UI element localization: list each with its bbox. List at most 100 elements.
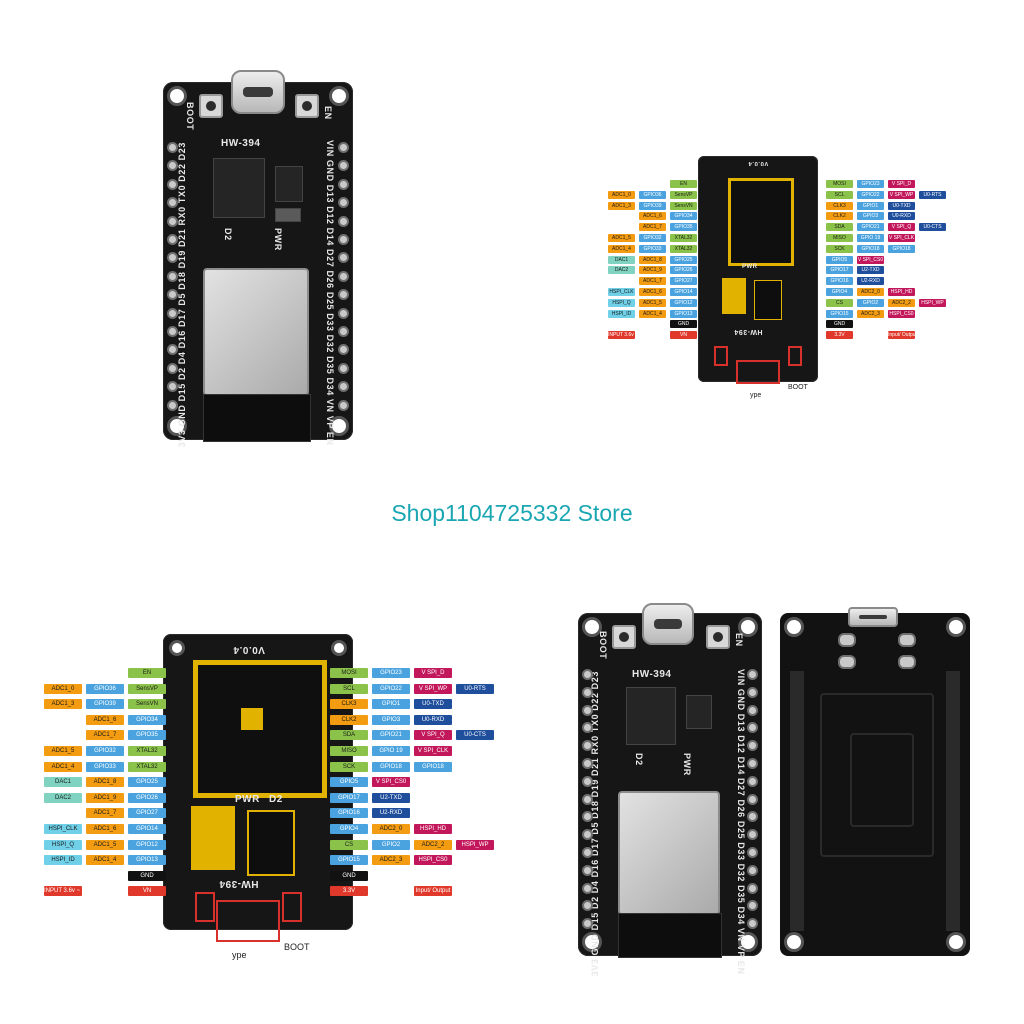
pin-label-right: V SPI_Q	[888, 223, 915, 232]
header-pin-icon	[338, 178, 349, 190]
pin-label-right: U0-TXD	[888, 201, 915, 210]
header-pin-icon	[338, 381, 349, 393]
header-strip-left	[790, 671, 804, 931]
push-button-icon	[295, 94, 319, 118]
pin-label-left: ADC1_3	[608, 201, 635, 210]
pin-label-right: U2-RXD	[372, 808, 410, 819]
pin-label-right: 3.3V	[330, 886, 368, 897]
pin-label-left: XTAL32	[670, 244, 697, 253]
pin-label-right: GPIO18	[857, 244, 884, 253]
d2-silk-label: D2	[634, 753, 644, 766]
header-pin-icon	[582, 900, 593, 912]
pin-label-right: GPIO21	[857, 223, 884, 232]
pin-label-left: ADC1_9	[639, 266, 666, 275]
boot-caption: BOOT	[284, 942, 310, 952]
version-label: V0.0.4	[748, 160, 769, 166]
d2-silk-label: D2	[269, 794, 283, 805]
header-pin-icon	[582, 864, 593, 876]
pcb-trace	[850, 733, 914, 827]
pin-label-right: HSPI_WP	[919, 298, 946, 307]
pin-label-right: GPIO16	[330, 808, 368, 819]
pad-icon	[838, 655, 856, 669]
header-pin-icon	[338, 142, 349, 153]
pin-label-left: ADC1_6	[639, 288, 666, 296]
pad-icon	[898, 633, 916, 647]
pin-label-left: ADC1_4	[608, 244, 635, 253]
header-pin-icon	[582, 918, 593, 930]
smd-part	[275, 208, 301, 222]
left-pin-labels: 3V3 GND D15 D2 D4 D16 D17 D5 D18 D19 D21…	[590, 671, 600, 977]
header-pin-icon	[338, 326, 349, 337]
pwr-silk-label: PWR	[273, 228, 283, 251]
boot-silk-label: BOOT	[598, 631, 608, 660]
pad-icon	[838, 633, 856, 647]
mounting-hole-icon	[946, 617, 966, 637]
pin-label-right: GND	[826, 320, 853, 329]
pin-label-right: GPIO1	[372, 699, 410, 710]
pin-label-left: ADC1_9	[86, 792, 124, 803]
pin-label-right: GPIO3	[857, 212, 884, 221]
pin-label-left: ADC1_4	[639, 309, 666, 318]
header-pin-icon	[582, 775, 593, 787]
pin-label-left: ADC1_7	[639, 223, 666, 232]
pin-label-left: ADC1_8	[639, 255, 666, 264]
header-pin-icon	[747, 918, 758, 930]
usb-c-connector-icon	[848, 607, 898, 627]
mounting-hole-icon	[169, 640, 185, 656]
pin-label-left: HSPI_Q	[44, 839, 82, 850]
header-pin-icon	[582, 829, 593, 841]
header-pin-icon	[167, 381, 178, 393]
pin-label-left: GPIO34	[670, 212, 697, 221]
pin-label-right: SCK	[330, 761, 368, 772]
pin-label-left: SensVP	[128, 683, 166, 694]
pin-label-right: GPIO18	[888, 244, 915, 253]
board-front-top-left: BOOT EN HW-394 PWR D2 3V3 GND D15 D2 D4 …	[163, 70, 353, 447]
pin-label-left: GPIO14	[128, 824, 166, 834]
pin-label-left: GPIO36	[86, 683, 124, 694]
pin-label-left: HSPI_ID	[44, 855, 82, 866]
pin-label-right: U0-RTS	[919, 190, 946, 199]
header-pin-icon	[167, 362, 178, 374]
pin-label-right: U2-TXD	[857, 266, 884, 275]
pin-label-left: EN	[128, 668, 166, 678]
pin-label-right: ADC2_0	[857, 288, 884, 296]
pin-label-right: V SPI_D	[888, 180, 915, 188]
pin-label-right: ADC2_2	[414, 839, 452, 850]
header-pin-icon	[747, 864, 758, 876]
version-label: V0.0.4	[233, 644, 265, 655]
header-pin-icon	[167, 178, 178, 190]
pin-label-right: ADC2_0	[372, 824, 410, 834]
mounting-hole-icon	[167, 86, 187, 106]
board-back-large: V0.0.4 PWR D2 HW-394	[163, 634, 353, 930]
push-button-icon	[612, 625, 636, 649]
header-pin-icon	[747, 669, 758, 680]
header-pin-icon	[167, 344, 178, 356]
smd-pads	[191, 806, 235, 870]
mounting-hole-icon	[329, 416, 349, 436]
esp32-center-pad	[241, 708, 263, 730]
pin-label-left: ADC1_6	[86, 824, 124, 834]
pin-label-right: SCL	[826, 190, 853, 199]
header-pin-icon	[338, 234, 349, 245]
mounting-hole-icon	[331, 640, 347, 656]
pin-label-left: GPIO13	[128, 855, 166, 866]
pin-label-right: GND	[330, 870, 368, 881]
mounting-hole-icon	[784, 932, 804, 952]
pin-label-right: GPIO 19	[372, 746, 410, 756]
pin-label-right: GPIO3	[372, 714, 410, 725]
pin-label-right: ADC2_3	[372, 855, 410, 866]
pin-label-right: GPIO22	[857, 190, 884, 199]
pin-label-left: GPIO25	[128, 777, 166, 788]
pin-label-right: GPIO17	[826, 266, 853, 275]
header-pin-icon	[167, 289, 178, 301]
header-pin-icon	[582, 686, 593, 698]
header-pin-icon	[167, 307, 178, 319]
pin-label-right: Input/ Output	[414, 886, 452, 897]
pin-label-right: GPIO1	[857, 201, 884, 210]
pin-label-left: GPIO12	[670, 298, 697, 307]
pin-label-right: U0-TXD	[414, 699, 452, 710]
usb-c-connector-icon	[642, 603, 694, 645]
pin-label-right: V SPI_CS0	[372, 777, 410, 788]
pin-label-left: ADC1_8	[86, 777, 124, 788]
